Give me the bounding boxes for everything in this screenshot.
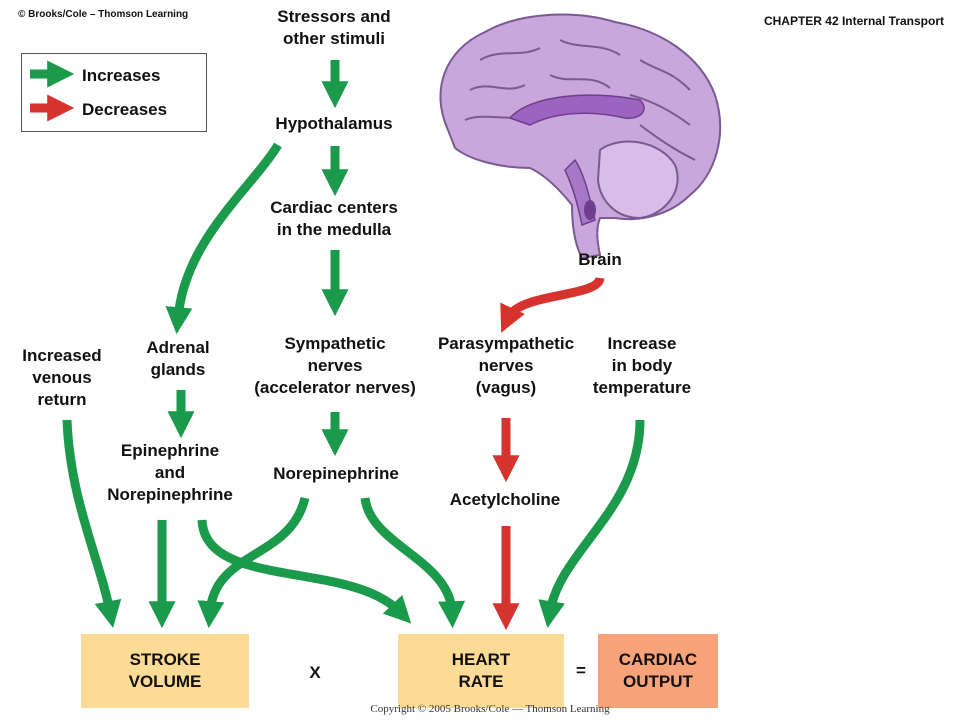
node-adrenal-line: Adrenal xyxy=(146,338,210,357)
arrow-temperature-to-heart-rate xyxy=(538,419,645,628)
node-venous-return-line: Increased xyxy=(22,346,102,365)
arrow-norepinephrine-to-heart-rate xyxy=(360,497,466,629)
brain-illustration xyxy=(439,13,722,260)
node-cardiac-centers-line: Cardiac centers xyxy=(270,198,398,217)
stroke-volume-line: VOLUME xyxy=(128,672,202,691)
arrow-norepinephrine-to-stroke-volume xyxy=(197,496,310,629)
node-epinephrine-line: and xyxy=(154,463,186,482)
node-cardiac-centers: Cardiac centers in the medulla xyxy=(234,197,434,241)
legend: Increases Decreases xyxy=(21,53,207,132)
heart-rate-line: HEART xyxy=(451,650,511,669)
node-stressors: Stressors and other stimuli xyxy=(234,6,434,50)
stroke-volume-box: STROKE VOLUME xyxy=(81,634,249,708)
node-parasympathetic-line: nerves xyxy=(478,356,534,375)
node-acetylcholine: Acetylcholine xyxy=(449,490,561,509)
node-cardiac-centers-line: in the medulla xyxy=(276,220,392,239)
node-adrenal-line: glands xyxy=(150,360,206,379)
node-sympathetic: Sympathetic nerves (accelerator nerves) xyxy=(235,333,435,399)
cardiac-output-line: CARDIAC xyxy=(618,650,698,669)
node-stressors-line: other stimuli xyxy=(282,29,385,48)
node-epinephrine-line: Norepinephrine xyxy=(107,485,233,504)
node-parasympathetic-line: Parasympathetic xyxy=(437,334,575,353)
legend-arrows xyxy=(30,60,75,122)
equals-sign: = xyxy=(576,661,586,680)
node-temperature-line: Increase xyxy=(607,334,677,353)
node-venous-return: Increased venous return xyxy=(2,345,122,411)
times-sign: X xyxy=(309,663,321,682)
node-temperature: Increase in body temperature xyxy=(582,333,702,399)
heart-rate-box: HEART RATE xyxy=(398,634,564,708)
node-parasympathetic: Parasympathetic nerves (vagus) xyxy=(425,333,587,399)
node-norepinephrine: Norepinephrine xyxy=(273,464,399,483)
node-venous-return-line: venous xyxy=(32,368,92,387)
node-stressors-line: Stressors and xyxy=(277,7,391,26)
node-brain: Brain xyxy=(578,250,622,269)
arrow-brain-to-parasympathetic xyxy=(500,276,605,333)
cardiac-output-box: CARDIAC OUTPUT xyxy=(598,634,718,708)
node-parasympathetic-line: (vagus) xyxy=(475,378,537,397)
arrow-epinephrine-to-heart-rate xyxy=(197,519,412,624)
chapter-title: CHAPTER 42 Internal Transport xyxy=(763,14,944,28)
node-temperature-line: in body xyxy=(611,356,673,375)
node-adrenal-glands: Adrenal glands xyxy=(128,337,228,381)
legend-increases-label: Increases xyxy=(82,66,161,85)
copyright-footer: Copyright © 2005 Brooks/Cole — Thomson L… xyxy=(370,703,610,715)
node-sympathetic-line: (accelerator nerves) xyxy=(254,378,416,397)
node-sympathetic-line: nerves xyxy=(307,356,363,375)
node-temperature-line: temperature xyxy=(592,378,692,397)
node-hypothalamus: Hypothalamus xyxy=(275,114,393,133)
arrow-hypothalamus-to-adrenal xyxy=(165,142,282,335)
flow-arrows xyxy=(62,60,645,631)
node-sympathetic-line: Sympathetic xyxy=(284,334,386,353)
copyright-header: © Brooks/Cole – Thomson Learning xyxy=(18,9,189,20)
legend-decreases-label: Decreases xyxy=(82,100,168,119)
arrow-venous-return-to-stroke-volume xyxy=(62,419,122,628)
cardiac-output-line: OUTPUT xyxy=(623,672,693,691)
stroke-volume-line: STROKE xyxy=(129,650,201,669)
node-epinephrine-line: Epinephrine xyxy=(120,441,220,460)
node-venous-return-line: return xyxy=(37,390,87,409)
heart-rate-line: RATE xyxy=(458,672,504,691)
node-epinephrine: Epinephrine and Norepinephrine xyxy=(95,440,245,506)
